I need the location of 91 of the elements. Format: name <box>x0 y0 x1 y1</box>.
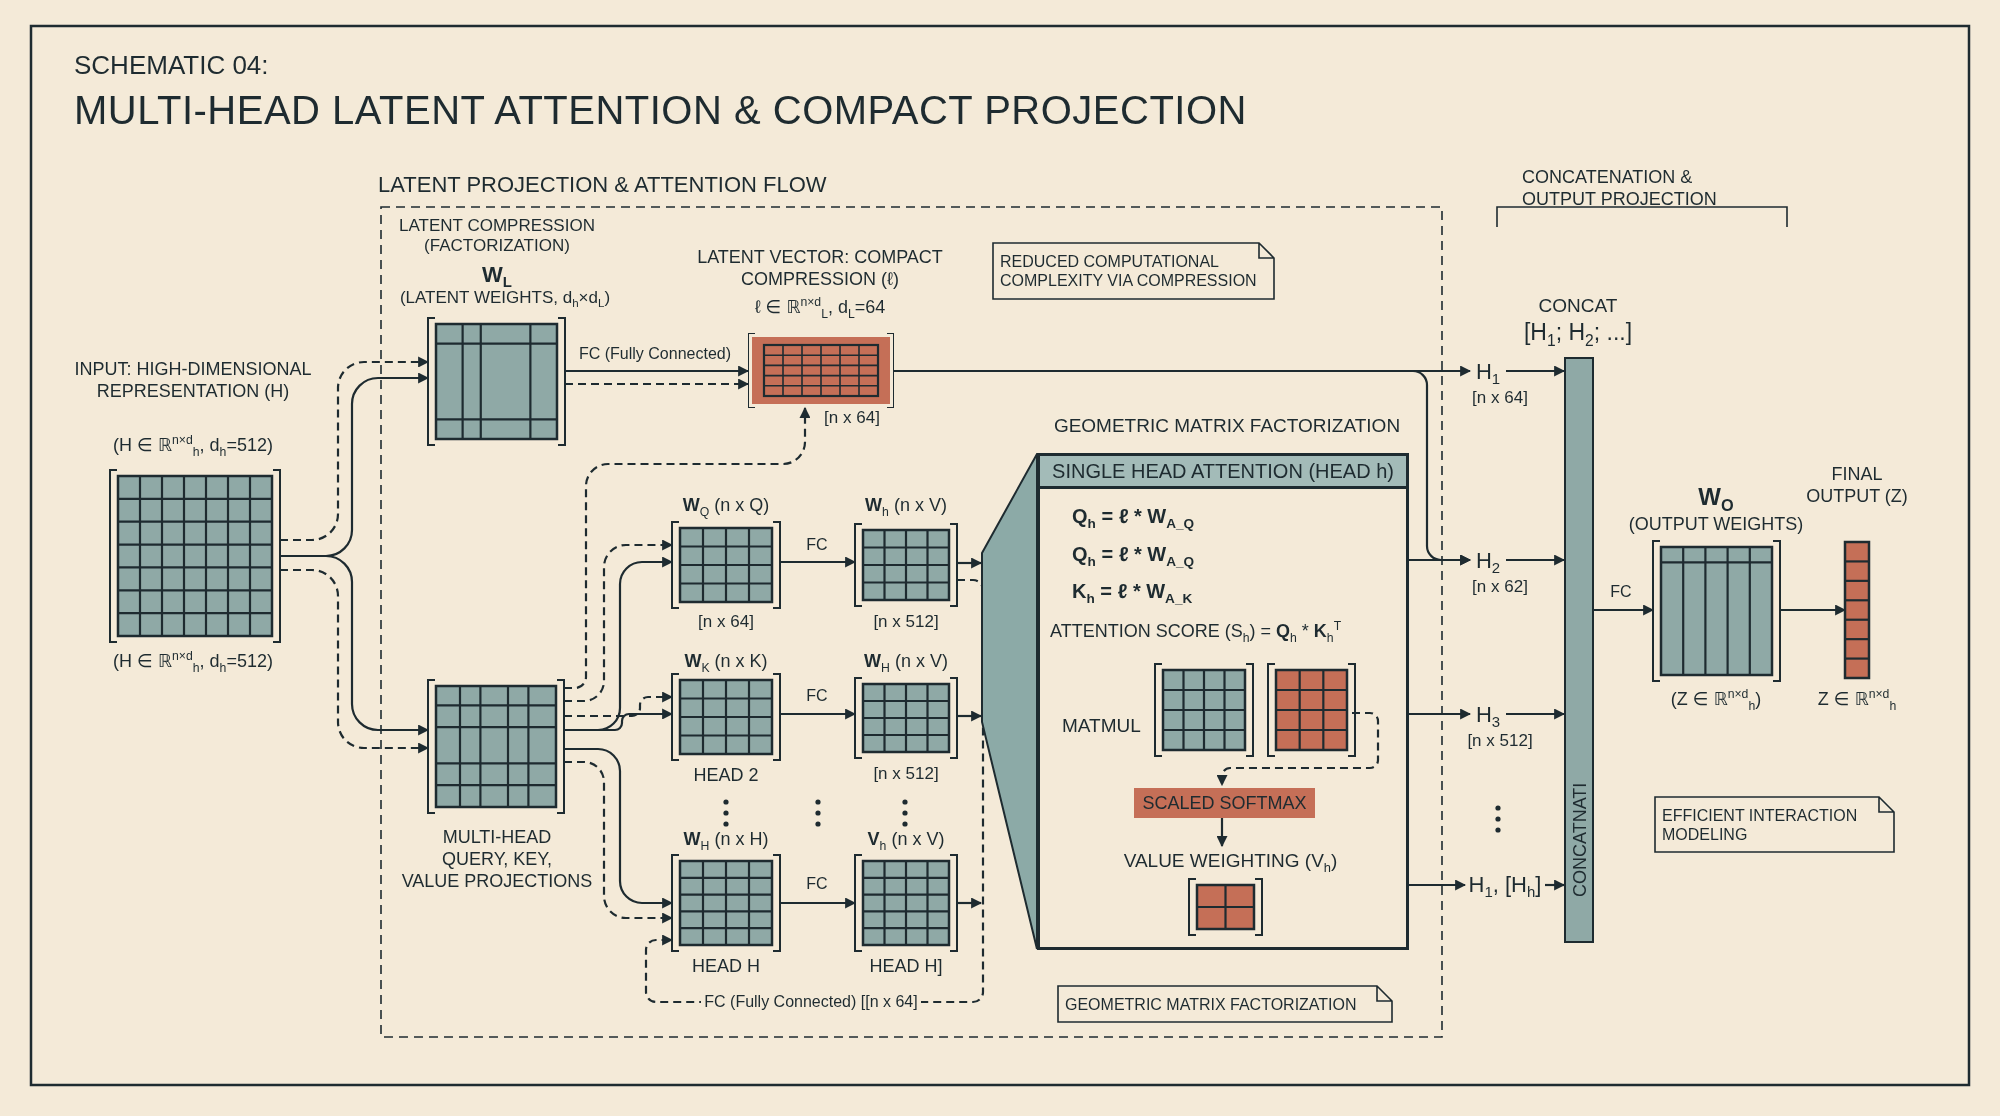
arrow <box>564 691 674 718</box>
note-box: GEOMETRIC MATRIX FACTORIZATION <box>1057 985 1393 1023</box>
arrow <box>565 365 750 377</box>
head-output-label: H$_{2}$ <box>1470 547 1506 575</box>
group-heading: LATENT PROJECTION & ATTENTION FLOW <box>378 172 827 198</box>
matrix-grid <box>1653 541 1780 681</box>
node-label: ℓ ∈ ℝ$^{n×d}$$_{L}$, d$_{L}$=64 <box>753 296 887 318</box>
arrow <box>1409 554 1472 566</box>
node-label: W$_{K}$ (n x K) <box>683 650 769 672</box>
matrix-grid <box>428 318 565 445</box>
node-label: [n x 64] <box>697 612 755 632</box>
arrow <box>1506 365 1566 377</box>
arrow <box>564 760 674 924</box>
node-label: (OUTPUT WEIGHTS) <box>1627 513 1805 535</box>
matrix-grid <box>855 855 957 951</box>
arrow <box>280 554 430 736</box>
node-label: GEOMETRIC MATRIX FACTORIZATION <box>1052 414 1402 437</box>
node-label: V$_{h}$ (n x V) <box>866 828 946 850</box>
arrow <box>564 747 674 909</box>
arrow <box>280 356 430 542</box>
arrow <box>565 378 750 390</box>
matrix-grid <box>855 678 957 758</box>
panel-header: SINGLE HEAD ATTENTION (HEAD h) <box>1037 453 1409 489</box>
matrix-grid <box>855 524 957 606</box>
arrow <box>1216 711 1380 787</box>
node-label: (H ∈ ℝ$^{n×d}$$_{h}$, d$_{h}$=512) <box>112 650 274 672</box>
arrow <box>957 897 983 909</box>
head-output-label: H$_{1}$ <box>1470 358 1506 386</box>
head-output-label: H$_{1}$, [H$_{h}$] <box>1465 871 1545 899</box>
matrix-grid <box>1268 664 1355 756</box>
diagram-title: MULTI-HEAD LATENT ATTENTION & COMPACT PROJECTION <box>74 87 1247 134</box>
operation-label: MATMUL <box>1062 714 1141 737</box>
node-label: (Z ∈ ℝ$^{n×d}$$_{h}$) <box>1669 688 1763 710</box>
matrix-grid <box>672 522 780 608</box>
node-label: W$_{h}$ (n x V) <box>864 494 948 516</box>
output-vector <box>1845 542 1869 678</box>
note-box: REDUCED COMPUTATIONAL COMPLEXITY VIA COMPRESSION <box>992 242 1275 300</box>
section-heading: CONCATENATION & OUTPUT PROJECTION <box>1522 166 1718 210</box>
node-label: W$_{H}$ (n x H) <box>682 828 770 850</box>
node-label: LATENT VECTOR: COMPACT COMPRESSION (ℓ) <box>696 246 944 290</box>
subtitle: SCHEMATIC 04: <box>74 50 269 81</box>
arrow <box>780 556 857 568</box>
concat-bar <box>1564 357 1594 943</box>
node-label: (LATENT WEIGHTS, d$_{h}$×d$_{L}$) <box>398 288 612 308</box>
node-label: HEAD 2 <box>692 764 760 786</box>
node-label: [n x 512] <box>1466 731 1534 751</box>
arrow <box>957 710 983 722</box>
arrow <box>1506 708 1566 720</box>
arrow <box>957 557 983 569</box>
node-label: LATENT COMPRESSION (FACTORIZATION) <box>398 216 596 256</box>
arrow <box>564 406 811 690</box>
arrow <box>564 539 674 703</box>
node-label: W$_{O}$ <box>1697 482 1735 511</box>
node-label: [n x 62] <box>1471 577 1529 597</box>
arrow <box>280 568 430 754</box>
node-label: HEAD H <box>691 955 761 977</box>
softmax-box: SCALED SOFTMAX <box>1134 788 1315 818</box>
arrow <box>1409 879 1467 891</box>
node-label: W$_{H}$ (n x V) <box>863 650 949 672</box>
matrix-grid <box>110 470 280 642</box>
head-output-label: H$_{3}$ <box>1470 701 1506 729</box>
edge-label: FC (Fully Connected) [[n x 64] <box>701 992 921 1012</box>
latent-vector-matrix <box>748 333 894 408</box>
node-label: (H ∈ ℝ$^{n×d}$$_{h}$, d$_{h}$=512) <box>112 434 274 456</box>
arrow <box>1409 708 1472 720</box>
node-label: [H$_{1}$; H$_{2}$; ...] <box>1522 318 1634 346</box>
node-label: MULTI-HEAD QUERY, KEY, VALUE PROJECTIONS <box>400 826 594 892</box>
arrow <box>780 897 857 909</box>
matrix-grid <box>1155 664 1253 756</box>
node-label: CONCAT <box>1537 294 1619 317</box>
attention-panel <box>1037 453 1409 950</box>
node-label: [n x 512] <box>872 612 940 632</box>
note-box: EFFICIENT INTERACTION MODELING <box>1654 796 1895 853</box>
node-label: INPUT: HIGH-DIMENSIONAL REPRESENTATION (H) <box>73 358 313 402</box>
matrix-grid <box>672 674 780 760</box>
node-label: [n x 64] <box>823 408 881 428</box>
node-label: FINAL OUTPUT (Z) <box>1805 463 1909 507</box>
node-label: HEAD H] <box>868 955 944 977</box>
step-label: VALUE WEIGHTING (V$_{h}$) <box>1122 849 1339 872</box>
arrow <box>564 708 674 732</box>
matrix-grid <box>672 855 780 951</box>
node-label: [n x 64] <box>1471 388 1529 408</box>
arrow <box>1594 604 1655 616</box>
formula: K$_{h}$ = ℓ * W$_{A_K}$ <box>1072 579 1193 603</box>
node-label: [n x 512] <box>872 764 940 784</box>
arrow <box>780 708 857 720</box>
arrow <box>1506 554 1566 566</box>
bar-label: CONCATNATI <box>1569 781 1591 900</box>
matrix-grid <box>428 680 564 813</box>
node-label: W$_{L}$ <box>481 262 513 288</box>
arrow <box>1545 879 1566 891</box>
